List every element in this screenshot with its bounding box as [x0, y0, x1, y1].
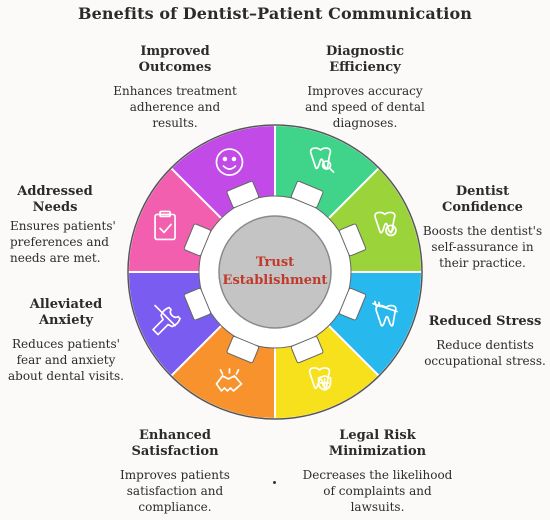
- gear-tab: [183, 287, 211, 321]
- gear-tab: [226, 180, 260, 208]
- clipboard-check-icon: [154, 210, 176, 241]
- tooth-shield-icon: [308, 367, 332, 391]
- smiley-icon: [215, 148, 244, 176]
- gear-tab: [183, 223, 211, 257]
- gear-tab: [339, 287, 367, 321]
- dental-scan-icon: [309, 147, 335, 173]
- gear-tab: [290, 180, 324, 208]
- trust-hub: [218, 215, 332, 329]
- dental-tools-icon: [152, 304, 181, 336]
- ring-outline: [127, 124, 423, 420]
- diagram-title: Benefits of Dentist–Patient Communicatio…: [78, 4, 472, 23]
- decorative-dot: [273, 481, 276, 484]
- tooth-brush-icon: [372, 300, 398, 327]
- tooth-check-icon: [374, 211, 397, 237]
- gear-tab: [290, 336, 324, 364]
- gear-tab: [339, 223, 367, 257]
- hub-label-line2: Establishment: [223, 273, 328, 288]
- gear-tab: [226, 336, 260, 364]
- benefit-title: Reduced Stress: [428, 314, 542, 329]
- hub-label-line1: Trust: [256, 255, 294, 270]
- handshake-icon: [215, 368, 243, 392]
